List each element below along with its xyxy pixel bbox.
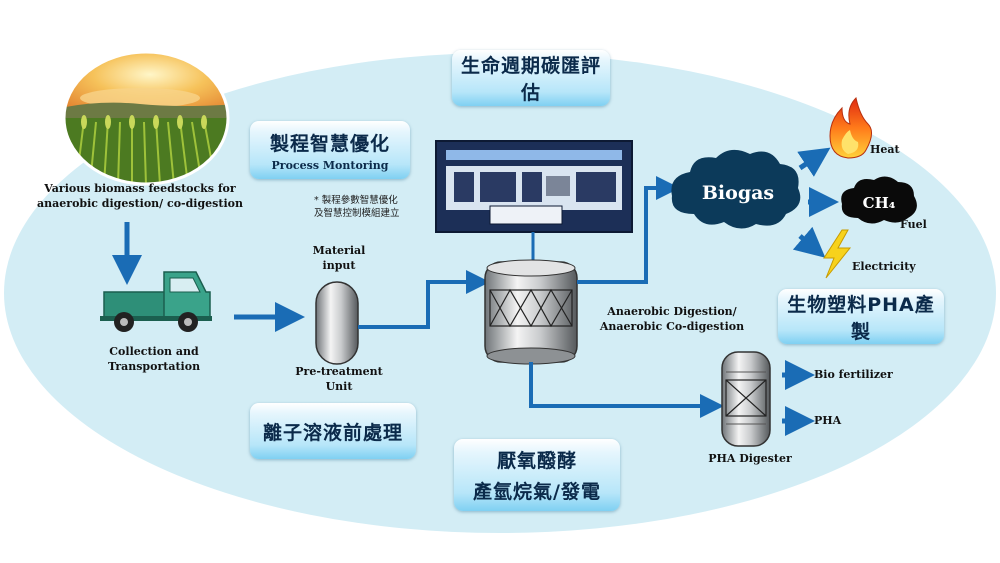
arrow-biogas-to-heat (797, 147, 831, 177)
heat-label: Heat (870, 143, 900, 156)
process-note-line1: * 製程參數智慧優化 (314, 195, 398, 206)
electricity-label: Electricity (852, 260, 916, 273)
collection-label: Collection and Transportation (94, 345, 214, 375)
biogas-cloud-icon (671, 149, 801, 229)
pretreatment-tank-icon (315, 281, 359, 365)
pretreat-line1: Pre-treatment (295, 365, 383, 378)
pha-digester-icon (721, 351, 771, 447)
feedstock-line2: anaerobic digestion/ co-digestion (37, 196, 243, 210)
monitor-panel-icon (435, 140, 633, 262)
ad-line2: Anaerobic Co-digestion (599, 319, 745, 333)
collection-line2: Transportation (107, 359, 201, 373)
pha-digester-label: PHA Digester (708, 452, 792, 465)
anaerobic-title-2: 產氫烷氣/發電 (473, 481, 601, 503)
collection-line1: Collection and (109, 345, 199, 358)
ch4-label: CH₄ (863, 194, 896, 212)
arrow-biogas-to-electricity (792, 226, 826, 258)
feedstock-line1: Various biomass feedstocks for (44, 182, 236, 195)
pipe-pretreatment-to-digester (358, 270, 490, 329)
pretreat-line2: Unit (325, 379, 353, 393)
ad-line1: Anaerobic Digestion/ (607, 305, 737, 318)
ionic-title: 離子溶液前處理 (262, 421, 403, 444)
ionic-pretreatment-box: 離子溶液前處理 (250, 403, 416, 459)
pha-label: PHA (814, 414, 842, 427)
process-title-en: Process Montoring (271, 158, 389, 172)
anaerobic-title-1: 厭氧醱酵 (496, 450, 577, 472)
pipe-digester-to-pha (529, 362, 724, 418)
pretreatment-label: Pre-treatment Unit (284, 365, 394, 395)
fuel-label: Fuel (900, 218, 927, 231)
biogas-label: Biogas (702, 182, 774, 204)
truck-icon (100, 271, 212, 332)
process-title-zh: 製程智慧優化 (269, 132, 390, 155)
lca-title: 生命週期碳匯評估 (460, 55, 601, 104)
material-line2: input (322, 258, 356, 272)
digester-tank-icon (484, 259, 578, 365)
lightning-icon (823, 229, 852, 279)
pipe-digester-to-biogas (577, 176, 680, 284)
lca-box: 生命週期碳匯評估 (452, 50, 610, 106)
flame-icon (829, 97, 872, 159)
pha-production-box: 生物塑料PHA產製 (778, 289, 944, 344)
bio-fertilizer-label: Bio fertilizer (814, 368, 893, 381)
anaerobic-digestion-label: Anaerobic Digestion/ Anaerobic Co-digest… (588, 305, 756, 335)
methane-cloud-icon (841, 176, 917, 224)
pha-production-title: 生物塑料PHA產製 (787, 293, 935, 343)
process-optimization-box: 製程智慧優化 Process Montoring (250, 121, 410, 179)
material-line1: Material (312, 244, 366, 257)
process-note-line2: 及智慧控制模組建立 (314, 208, 400, 220)
feedstock-label: Various biomass feedstocks for anaerobic… (20, 182, 260, 212)
farm-field-icon (62, 50, 230, 186)
material-input-label: Material input (296, 244, 382, 274)
anaerobic-fermentation-box: 厭氧醱酵 產氫烷氣/發電 (454, 439, 620, 511)
process-note: * 製程參數智慧優化 及智慧控制模組建立 (314, 194, 400, 221)
